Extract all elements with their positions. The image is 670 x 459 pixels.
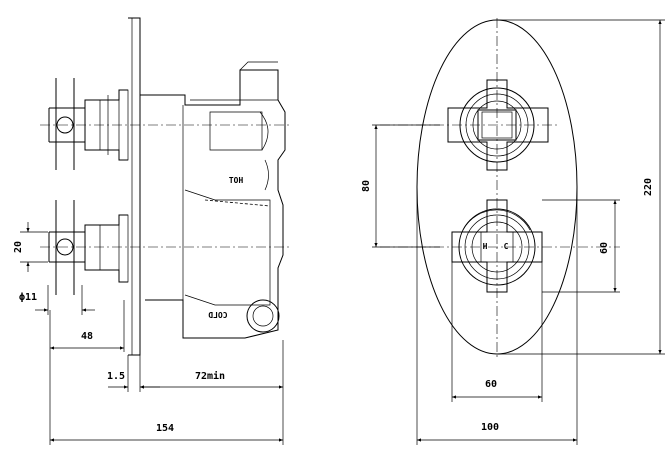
bottom-handle-stem [84, 214, 128, 283]
dim-20: 20 [13, 241, 24, 253]
dim-60-horizontal: 60 [485, 379, 497, 390]
h-label: H [483, 242, 488, 251]
dim-48: 48 [81, 331, 93, 342]
c-label: C [504, 242, 509, 251]
dim-72min: 72min [195, 370, 225, 382]
valve-body [140, 69, 286, 339]
dim-phi-11: ϕ11 [19, 292, 37, 303]
dim-60-vertical: 60 [599, 242, 610, 254]
bottom-control [451, 199, 543, 293]
cold-label: COLD [208, 311, 227, 320]
front-view: H C 80 220 60 60 100 [361, 18, 665, 445]
dim-100: 100 [481, 422, 499, 433]
top-cross-handle [48, 78, 85, 170]
dim-220: 220 [643, 178, 654, 196]
dim-80: 80 [361, 180, 372, 192]
top-control [447, 79, 549, 171]
cold-inlet [246, 299, 280, 333]
side-view: 20 ϕ11 48 1.5 72min 154 HOT COLD [13, 17, 290, 445]
wall-plate [128, 17, 141, 356]
dim-154: 154 [156, 423, 174, 434]
dim-1-5: 1.5 [107, 371, 125, 382]
bottom-cross-handle [48, 200, 85, 295]
hot-label: HOT [229, 176, 244, 185]
